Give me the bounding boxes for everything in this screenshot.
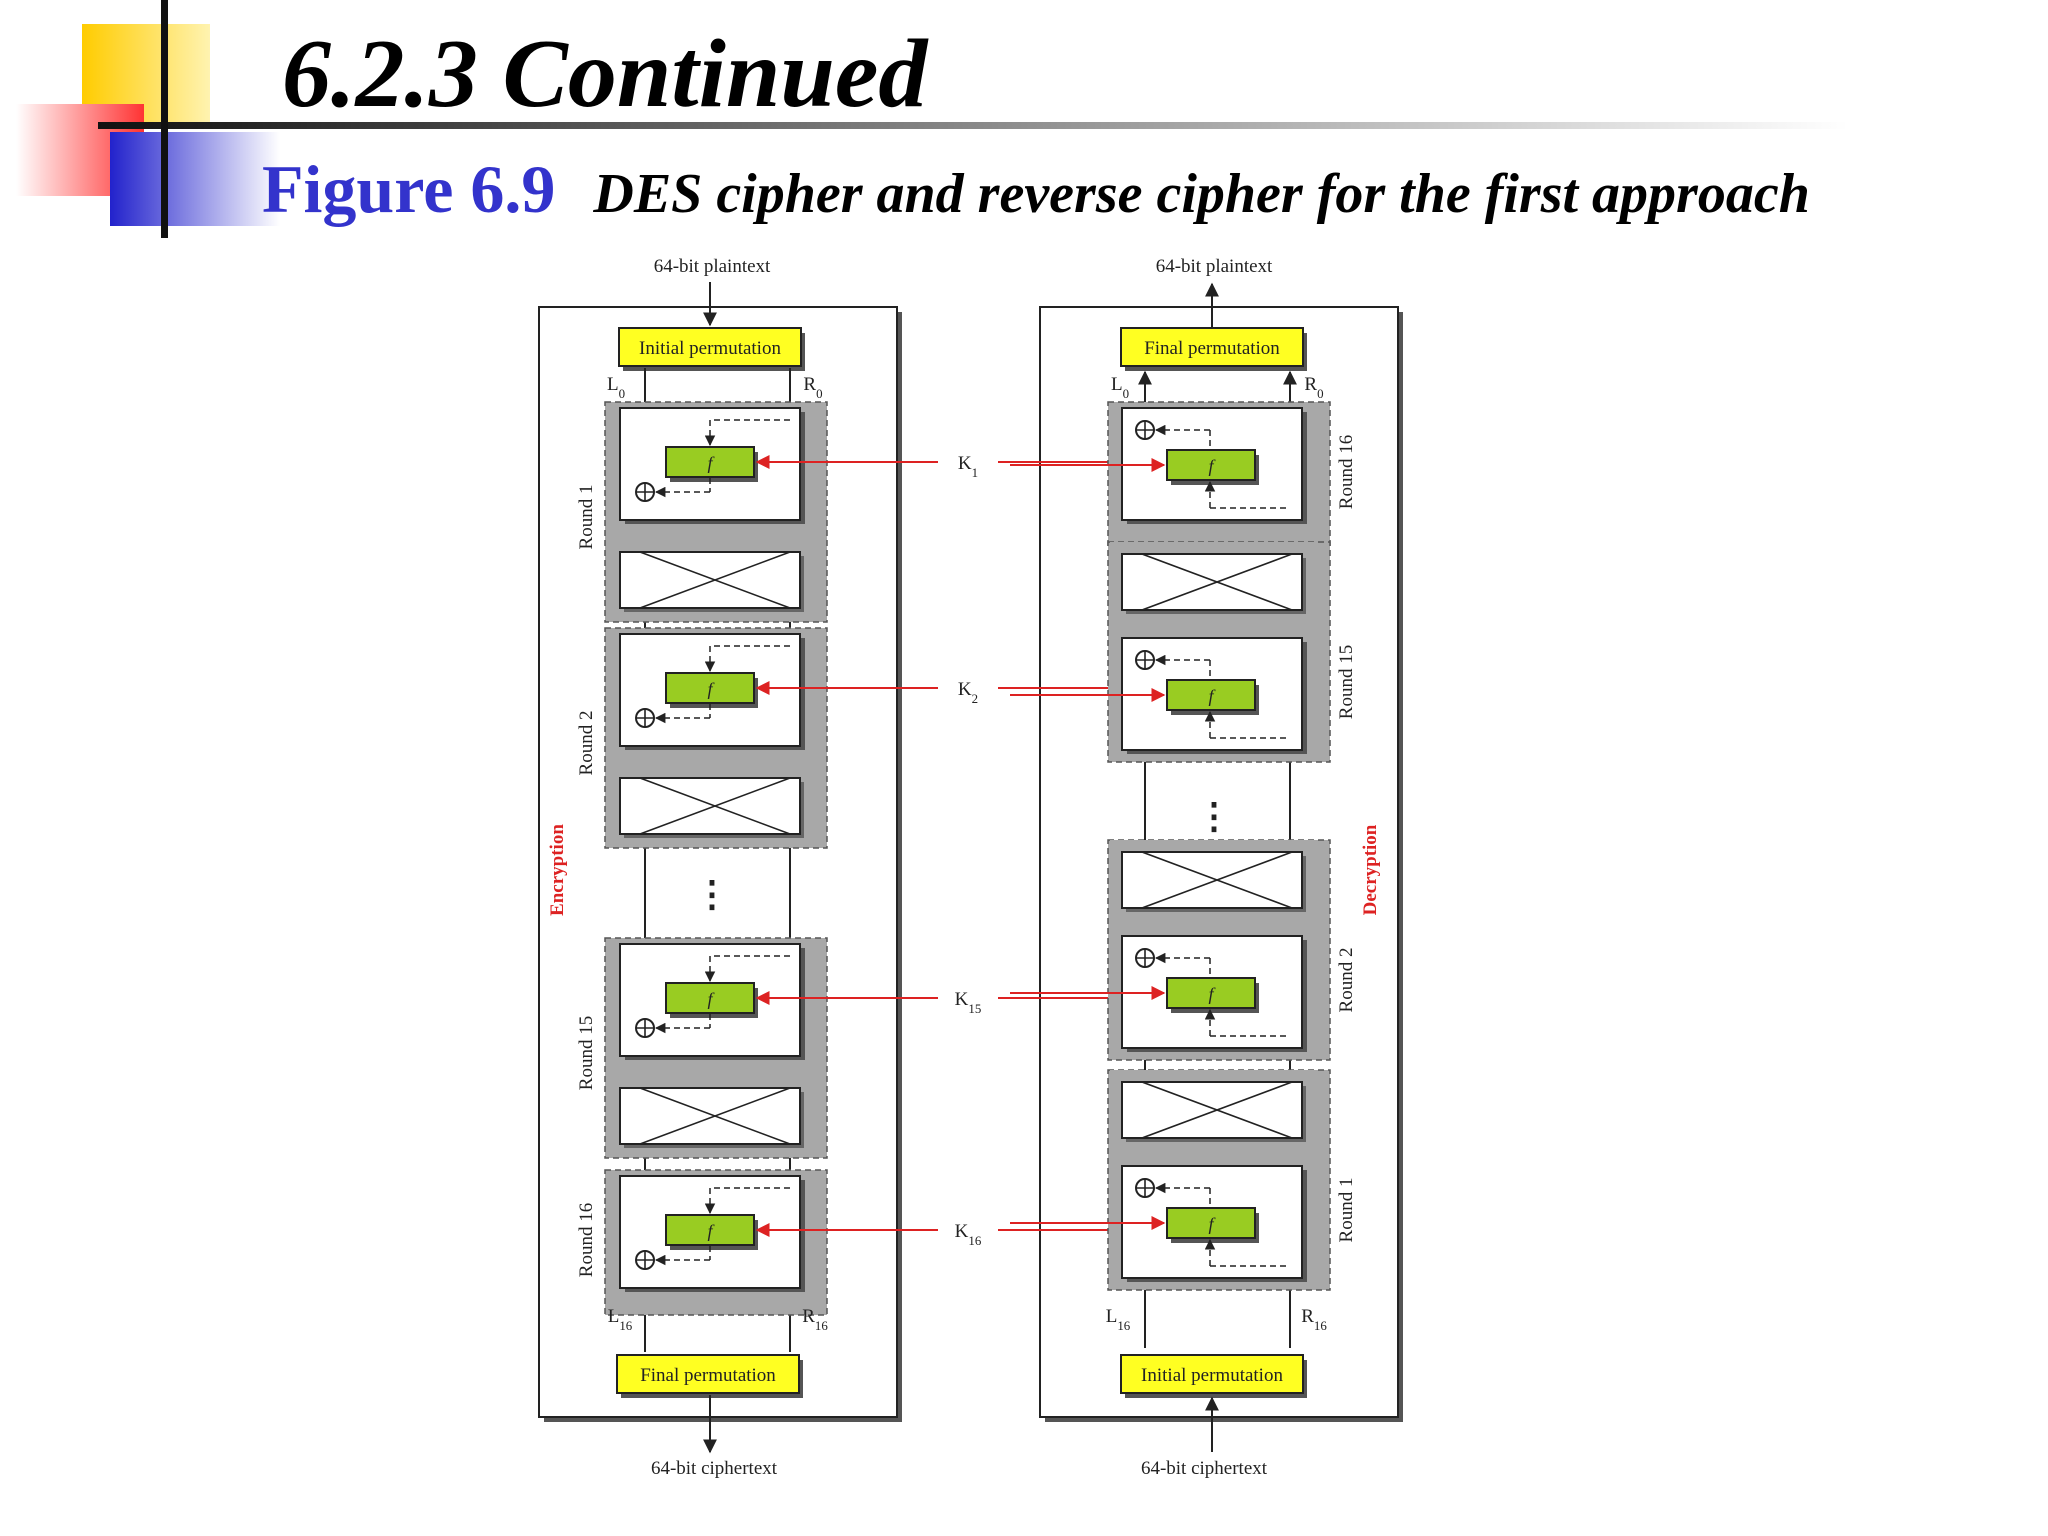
dec-round-1-f-label: f xyxy=(1208,1214,1216,1234)
enc-round-1-f-label: f xyxy=(707,453,715,473)
key-label-bg-0 xyxy=(938,448,998,476)
key-label-k15: K15 xyxy=(955,989,982,1016)
enc-round-2-f-label: f xyxy=(707,679,715,699)
dec-side-label: Decryption xyxy=(1360,824,1381,915)
dec-round-15-f xyxy=(1166,679,1256,711)
enc-l0-label: L0 xyxy=(607,374,625,401)
enc-round-2-swap-cross-b xyxy=(639,777,791,835)
dec-round-2-swap-cross-b xyxy=(1141,851,1293,909)
dec-round-16-f-label: f xyxy=(1208,456,1216,476)
key-label-k2: K2 xyxy=(958,679,978,706)
dec-round-2-f-label: f xyxy=(1208,984,1216,1004)
title-rule xyxy=(98,122,1848,129)
enc-input-label: 64-bit plaintext xyxy=(654,256,771,277)
enc-r0-label: R0 xyxy=(803,374,822,401)
dec-round-1-swap-cross-b xyxy=(1141,1081,1293,1139)
figure-heading: Figure 6.9 DES cipher and reverse cipher… xyxy=(262,150,1810,229)
figure-number: Figure 6.9 xyxy=(262,151,556,227)
dec-round-1-swap xyxy=(1121,1081,1303,1139)
enc-initial-permutation xyxy=(618,327,802,367)
enc-r16-label: R16 xyxy=(802,1306,828,1333)
vertical-rule xyxy=(161,0,168,238)
enc-round-16-f xyxy=(665,1214,755,1246)
enc-round-15-f-label: f xyxy=(707,989,715,1009)
dec-round-15-swap-cross-b xyxy=(1141,553,1293,611)
enc-round-2-swap xyxy=(619,777,801,835)
dec-round-2-swap xyxy=(1121,851,1303,909)
dec-r0-label: R0 xyxy=(1304,374,1323,401)
enc-round-2-label: Round 2 xyxy=(576,711,597,776)
figure-caption: DES cipher and reverse cipher for the fi… xyxy=(593,163,1810,225)
enc-l16-label: L16 xyxy=(608,1306,633,1333)
enc-round-16-label: Round 16 xyxy=(576,1203,597,1277)
enc-ellipsis: ⋮ xyxy=(694,874,730,914)
key-label-bg-2 xyxy=(938,984,998,1012)
enc-side-label: Encryption xyxy=(547,824,568,916)
dec-output-label: 64-bit plaintext xyxy=(1156,256,1273,277)
dec-r16-label: R16 xyxy=(1301,1306,1327,1333)
enc-round-1-f xyxy=(665,446,755,478)
enc-round-15-swap xyxy=(619,1087,801,1145)
dec-round-15-label: Round 15 xyxy=(1336,645,1357,719)
dec-round-15-f-label: f xyxy=(1208,686,1216,706)
enc-round-1-swap-cross-b xyxy=(639,551,791,609)
enc-round-1-swap xyxy=(619,551,801,609)
enc-round-2-f xyxy=(665,672,755,704)
enc-round-16-f-label: f xyxy=(707,1221,715,1241)
dec-l0-label: L0 xyxy=(1111,374,1129,401)
dec-round-2-f xyxy=(1166,977,1256,1009)
dec-round-1-f xyxy=(1166,1207,1256,1239)
dec-round-2-label: Round 2 xyxy=(1336,948,1357,1013)
key-label-k1: K1 xyxy=(958,453,978,480)
dec-initial-permutation-label: Initial permutation xyxy=(1141,1365,1283,1386)
dec-l16-label: L16 xyxy=(1106,1306,1131,1333)
key-label-bg-1 xyxy=(938,674,998,702)
dec-input-label: 64-bit ciphertext xyxy=(1141,1458,1268,1479)
enc-initial-permutation-label: Initial permutation xyxy=(639,338,781,359)
key-label-bg-3 xyxy=(938,1216,998,1244)
enc-final-permutation-label: Final permutation xyxy=(640,1365,776,1386)
enc-round-15-swap-cross-b xyxy=(639,1087,791,1145)
dec-round-16-label: Round 16 xyxy=(1336,435,1357,509)
dec-round-15-swap xyxy=(1121,553,1303,611)
slide-decoration xyxy=(16,0,1848,238)
blue-block xyxy=(110,132,280,226)
enc-final-permutation xyxy=(616,1354,800,1394)
enc-round-15-label: Round 15 xyxy=(576,1016,597,1090)
dec-round-1-label: Round 1 xyxy=(1336,1178,1357,1243)
slide-title: 6.2.3 Continued xyxy=(282,20,928,128)
dec-final-permutation xyxy=(1120,327,1304,367)
dec-final-permutation-label: Final permutation xyxy=(1144,338,1280,359)
enc-output-label: 64-bit ciphertext xyxy=(651,1458,778,1479)
key-label-k16: K16 xyxy=(955,1221,982,1248)
enc-round-15-f xyxy=(665,982,755,1014)
dec-initial-permutation xyxy=(1120,1354,1304,1394)
dec-round-16-f xyxy=(1166,449,1256,481)
enc-round-1-label: Round 1 xyxy=(576,485,597,550)
dec-ellipsis: ⋮ xyxy=(1196,796,1232,836)
